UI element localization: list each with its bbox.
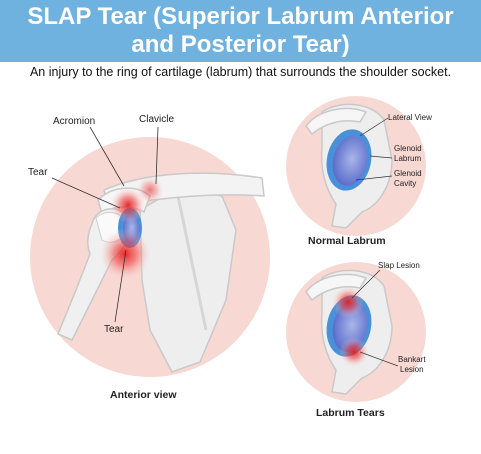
normal-acromion [305,107,368,136]
title-line-1: SLAP Tear (Superior Labrum Anterior [27,3,454,30]
label-bankart-1: Bankart [398,355,426,364]
slap-lesion-leader [351,269,381,299]
title-banner: SLAP Tear (Superior Labrum Anterior and … [0,0,481,62]
lateral-view-leader [359,117,389,137]
label-glenoid-labrum-1: Glenoid [394,144,422,153]
acromion-leader [89,126,125,187]
subtitle: An injury to the ring of cartilage (labr… [29,65,452,79]
label-tear-upper: Tear [28,167,48,178]
caption-normal-labrum: Normal Labrum [308,235,386,247]
tear-lower-leader [114,249,127,323]
label-lateral-view: Lateral View [388,113,432,122]
normal-labrum-group: Lateral View Glenoid Labrum Glenoid Cavi… [286,96,432,247]
anterior-view-group: Acromion Clavicle Tear Tear Anterior vie… [28,114,270,401]
clavicle-leader [155,126,159,185]
bankart-lesion-glow [339,337,369,367]
glenoid-cavity-leader [355,175,393,181]
label-glenoid-labrum-2: Labrum [394,154,421,163]
title-line-2: and Posterior Tear) [131,31,350,58]
tear-upper-leader [51,177,121,209]
bankart-lesion-leader [359,351,399,367]
label-glenoid-cavity-1: Glenoid [394,169,422,178]
scapula-ridge [176,195,208,331]
caption-labrum-tears: Labrum Tears [316,407,385,419]
glenoid-labrum-leader [369,155,393,159]
label-tear-lower: Tear [104,324,124,335]
labrum-tears-group: Slap Lesion Bankart Lesion Labrum Tears [286,261,426,419]
clavicle-glow [136,176,164,204]
label-bankart-2: Lesion [400,365,424,374]
label-acromion: Acromion [53,116,95,127]
tears-acromion [305,273,368,302]
label-clavicle: Clavicle [139,114,174,125]
normal-cavity [332,136,368,186]
anterior-tear-glow-upper [110,187,146,223]
caption-anterior-view: Anterior view [110,389,177,401]
label-slap-lesion: Slap Lesion [378,261,420,270]
label-glenoid-cavity-2: Cavity [394,179,416,188]
